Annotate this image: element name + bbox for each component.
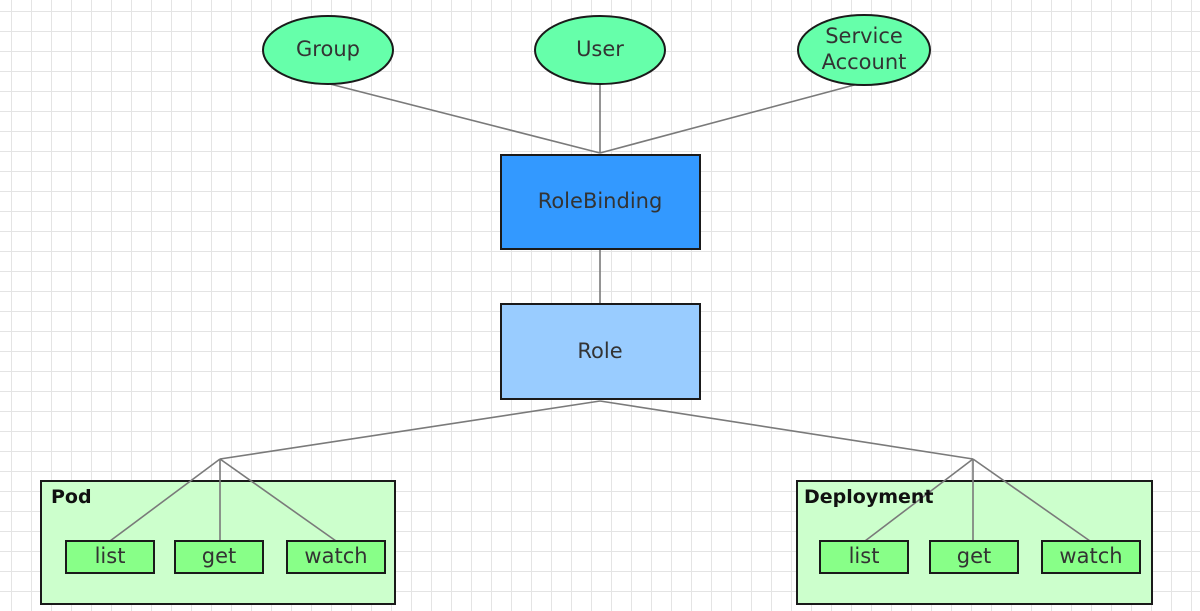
edge-deployment-junction-list: [864, 458, 974, 542]
edge-serviceaccount-rolebinding: [599, 83, 859, 154]
subject-user[interactable]: User: [534, 15, 666, 85]
deployment-verb-get-label: get: [957, 544, 991, 568]
deployment-verb-list-box: [819, 540, 909, 574]
subject-group-shape: [262, 15, 394, 85]
resource-group-deployment[interactable]: Deployment list get watch: [796, 458, 1153, 605]
edge-role-deployment-junction: [599, 400, 974, 460]
subject-service-account-label-line2: Account: [822, 50, 907, 74]
verb-list[interactable]: list: [65, 540, 155, 574]
deployment-verb-get-box: [929, 540, 1019, 574]
rolebinding-box: [500, 154, 701, 250]
role-label: Role: [577, 339, 622, 363]
edge-pod-junction-list: [109, 458, 221, 542]
resource-group-pod[interactable]: Pod list get watch: [40, 458, 396, 605]
verb-watch[interactable]: watch: [286, 540, 386, 574]
subject-service-account-shape: [797, 14, 931, 86]
edge-role-pod-junction: [219, 400, 601, 460]
pod-verb-list-box: [65, 540, 155, 574]
pod-verb-get-label: get: [202, 544, 236, 568]
edge-deployment-junction-watch: [972, 458, 1091, 542]
subject-user-shape: [534, 15, 666, 85]
subject-group[interactable]: Group: [262, 15, 394, 85]
pod-verb-list-label: list: [95, 544, 126, 568]
rolebinding-label: RoleBinding: [538, 189, 663, 213]
pod-verb-get-box: [174, 540, 264, 574]
pod-verb-watch-label: watch: [304, 544, 367, 568]
role-node[interactable]: Role: [500, 303, 701, 400]
subject-service-account-label-line1: Service: [825, 24, 903, 48]
edge-group-rolebinding: [329, 83, 601, 154]
pod-verb-watch-box: [286, 540, 386, 574]
subject-user-label: User: [576, 37, 624, 61]
verb-get[interactable]: get: [174, 540, 264, 574]
verb-get[interactable]: get: [929, 540, 1019, 574]
deployment-verb-list-label: list: [849, 544, 880, 568]
verb-watch[interactable]: watch: [1041, 540, 1141, 574]
subject-group-label: Group: [296, 37, 360, 61]
edge-pod-junction-watch: [219, 458, 337, 542]
pod-group-label: Pod: [51, 486, 92, 508]
verb-list[interactable]: list: [819, 540, 909, 574]
deployment-verb-watch-box: [1041, 540, 1141, 574]
role-box: [500, 303, 701, 400]
rolebinding-node[interactable]: RoleBinding: [500, 154, 701, 250]
subject-service-account[interactable]: Service Account: [797, 14, 931, 86]
deployment-group-label: Deployment: [804, 486, 934, 508]
deployment-verb-watch-label: watch: [1059, 544, 1122, 568]
